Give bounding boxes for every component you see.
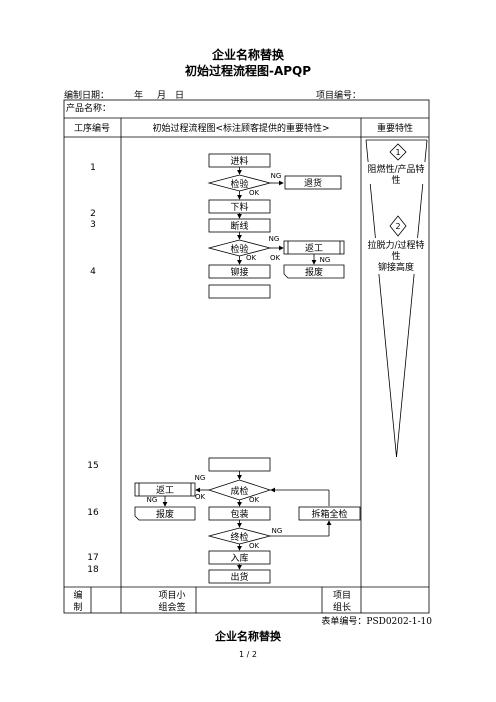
sign-compile-label: 编 — [73, 589, 82, 601]
ng-label: NG — [271, 172, 282, 180]
project-number-label: 项目编号： — [316, 91, 362, 101]
step-number: 18 — [87, 565, 99, 575]
col-flow-header: 初始过程流程图<标注顾客提供的重要特性> — [152, 122, 329, 134]
riveting-label: 铆接 — [230, 266, 248, 278]
process-15-box — [208, 457, 271, 472]
ok-label: OK — [195, 493, 206, 501]
ng-label: NG — [195, 474, 206, 482]
key-char-2-text-bg — [366, 238, 426, 274]
col-key-header: 重要特性 — [377, 122, 413, 134]
scrap-box — [283, 264, 345, 279]
final-check-diamond — [207, 479, 272, 501]
ok-label: OK — [246, 254, 257, 262]
company-title: 企业名称替换 — [211, 48, 284, 62]
ok-label: OK — [249, 542, 260, 550]
step-number: 17 — [87, 553, 98, 563]
sign-compile-label: 制 — [73, 601, 82, 613]
ng-label: NG — [147, 496, 158, 504]
scrap2-label: 报废 — [156, 508, 174, 520]
key-char-1-text-bg — [366, 162, 426, 184]
rework2-label: 返工 — [156, 484, 174, 496]
shipping-box — [208, 569, 271, 584]
shipping-label: 出货 — [230, 571, 248, 583]
cutting-label: 下料 — [230, 201, 248, 213]
year-label: 年 — [134, 91, 144, 101]
unpack-check-label: 拆箱全检 — [311, 508, 347, 520]
ng-label: NG — [272, 527, 283, 535]
step-number: 2 — [90, 209, 96, 219]
form-table-lines — [63, 99, 430, 614]
empty-process-box — [208, 284, 271, 299]
sign-team-label: 组会签 — [158, 601, 185, 613]
ok-label: OK — [249, 189, 260, 197]
key-char-1-number: 1 — [395, 148, 400, 157]
key-char-1-text: 性 — [391, 174, 400, 186]
rework-label: 返工 — [305, 242, 323, 254]
ok-label: OK — [270, 254, 281, 262]
key-char-2-text: 性 — [391, 250, 400, 262]
month-label: 月 — [157, 91, 167, 101]
step-number: 3 — [90, 220, 96, 230]
final-inspect-label: 终检 — [230, 531, 248, 543]
step-number: 1 — [90, 163, 96, 173]
ng-label: NG — [320, 256, 331, 264]
inspect-label: 检验 — [230, 178, 248, 190]
footer-company: 企业名称替换 — [215, 630, 281, 643]
scrap-label: 报废 — [305, 266, 323, 278]
col-step-header: 工序编号 — [74, 122, 110, 134]
key-char-1-marker — [389, 143, 407, 161]
scrap2-box — [134, 506, 196, 521]
step-number: 16 — [87, 508, 99, 518]
page-indicator: 1 / 2 — [239, 650, 257, 659]
warehouse-label: 入库 — [230, 552, 248, 564]
document-title: 初始过程流程图-APQP — [184, 64, 312, 78]
return-label: 退货 — [304, 177, 322, 189]
ok-label: OK — [249, 496, 260, 504]
inspect2-label: 检验 — [230, 243, 248, 255]
incoming-label: 进料 — [230, 155, 248, 167]
sign-leader-label: 组长 — [333, 601, 351, 613]
key-char-2-marker — [389, 215, 407, 237]
step-number: 15 — [87, 461, 98, 471]
return-box — [284, 175, 342, 190]
riveting-box — [208, 264, 271, 279]
ng-label: NG — [269, 235, 280, 243]
sign-leader-label: 项目 — [333, 590, 351, 601]
sign-team-label: 项目小 — [158, 590, 185, 601]
form-number: 表单编号：PSD0202-1-10 — [321, 617, 432, 627]
unpack-check-box — [298, 506, 361, 521]
packing-label: 包装 — [230, 508, 248, 520]
key-char-1-text: 阻燃性/产品特 — [367, 163, 424, 175]
key-char-2-text: 铆接高度 — [378, 261, 414, 273]
wire-cut-label: 断线 — [230, 220, 248, 232]
product-name-label: 产品名称： — [66, 102, 111, 114]
day-label: 日 — [175, 91, 185, 101]
key-char-2-text: 拉脱力/过程特 — [367, 239, 424, 251]
step-number: 4 — [90, 267, 96, 277]
final-check-label: 成检 — [230, 485, 248, 497]
key-char-2-number: 2 — [395, 222, 400, 231]
edit-date-label: 编制日期： — [64, 91, 110, 101]
